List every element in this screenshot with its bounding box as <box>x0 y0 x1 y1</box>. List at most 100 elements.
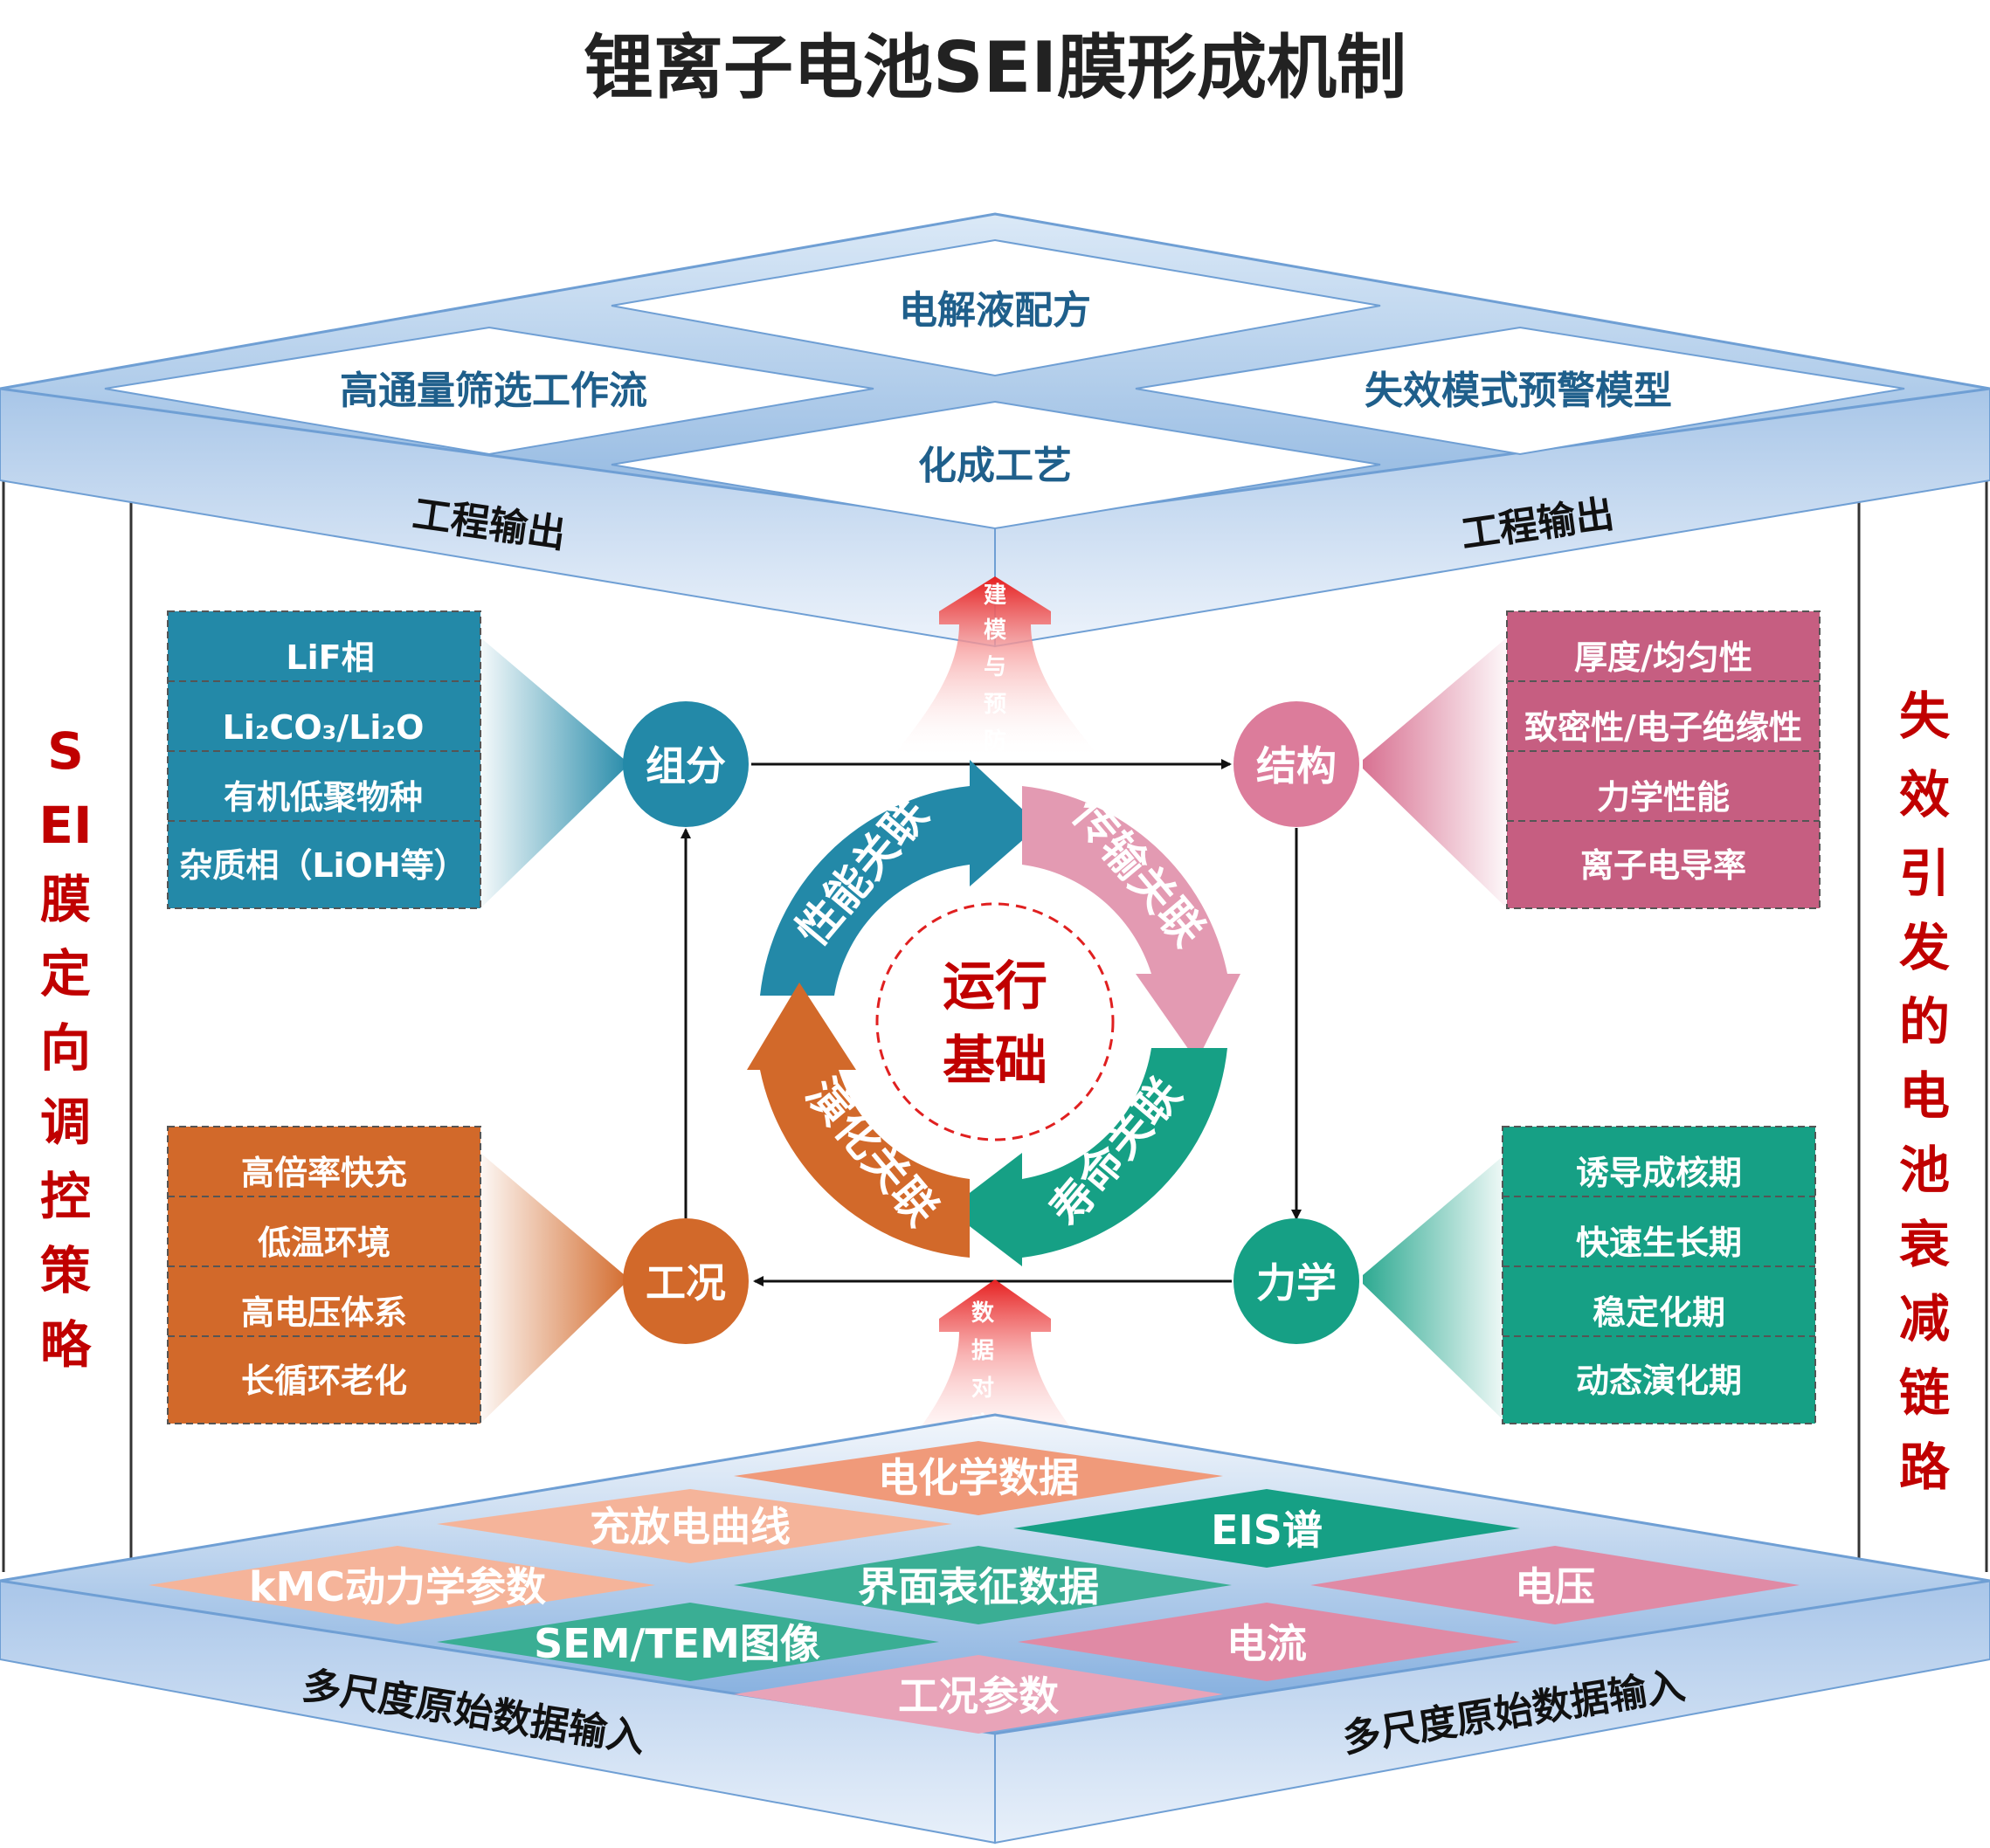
top-item-electrolyte: 电解液配方 <box>899 288 1091 333</box>
arrow-bottom-char-1: 据 <box>971 1338 994 1364</box>
top-diamond-warning <box>1135 326 1905 456</box>
node-conditions-label: 工况 <box>646 1259 726 1307</box>
diagram-title: 锂离子电池SEI膜形成机制 <box>584 27 1406 108</box>
bottom-diamond-current <box>1018 1603 1520 1681</box>
bottom-item-semtem: SEM/TEM图像 <box>534 1620 820 1667</box>
right-char-2: 引 <box>1899 844 1950 903</box>
top-item-screening: 高通量筛选工作流 <box>340 369 647 413</box>
top-diamond-electrolyte <box>611 238 1381 377</box>
bottom-diamond-chargecurve <box>437 1489 952 1563</box>
bottom-item-interface: 界面表征数据 <box>858 1563 1099 1610</box>
left-char-6: 控 <box>40 1167 91 1226</box>
node-composition: 组分 <box>623 701 749 827</box>
conditions-item-0: 高倍率快充 <box>241 1154 407 1192</box>
bottom-diamond-voltage <box>1310 1546 1800 1624</box>
panel-mechanics: 诱导成核期 快速生长期 稳定化期 动态演化期 <box>1502 1126 1816 1424</box>
arrow-top-char-4: 防 <box>984 728 1006 755</box>
right-char-8: 减 <box>1899 1289 1950 1348</box>
right-char-7: 衰 <box>1899 1215 1950 1274</box>
bottom-item-current: 电流 <box>1226 1620 1307 1667</box>
left-char-0: S <box>47 721 84 781</box>
left-char-1: EI <box>38 796 92 855</box>
mechanics-item-1: 快速生长期 <box>1576 1224 1742 1262</box>
arrow-top-char-3: 预 <box>984 692 1006 718</box>
arrow-modeling-prevention: 建 模 与 预 防 <box>891 576 1101 760</box>
cycle-arc-performance <box>760 760 1040 996</box>
left-char-3: 定 <box>40 944 91 1003</box>
bottom-diamond-semtem <box>437 1603 939 1681</box>
composition-item-1: Li₂CO₃/Li₂O <box>223 708 425 747</box>
top-item-warning: 失效模式预警模型 <box>1365 369 1672 413</box>
top-item-formation: 化成工艺 <box>918 444 1072 488</box>
node-structure-label: 结构 <box>1256 742 1337 790</box>
mechanics-item-2: 稳定化期 <box>1593 1293 1725 1332</box>
right-char-5: 电 <box>1899 1066 1950 1126</box>
cycle-arc-evolution <box>747 983 970 1258</box>
node-composition-label: 组分 <box>646 742 726 790</box>
panel-structure: 厚度/均匀性 致密性/电子绝缘性 力学性能 离子电导率 <box>1506 610 1821 909</box>
arrow-top-char-2: 与 <box>984 654 1006 680</box>
left-char-5: 调 <box>40 1093 91 1152</box>
mechanics-item-0: 诱导成核期 <box>1576 1154 1742 1192</box>
bottom-diamond-eis <box>1013 1489 1520 1568</box>
arrow-bottom-char-2: 对 <box>971 1376 994 1402</box>
conditions-item-1: 低温环境 <box>258 1224 390 1262</box>
bottom-platform: 电化学数据 充放电曲线 EIS谱 kMC动力学参数 界面表征数据 电压 SEM/… <box>0 1413 1990 1845</box>
node-mechanics: 力学 <box>1233 1218 1359 1344</box>
bottom-diamond-kmc <box>149 1546 655 1624</box>
arrow-data-alignment: 数 据 对 齐 <box>891 1279 1101 1467</box>
cycle-arc-transport <box>1022 786 1240 1061</box>
bottom-item-chargecurve: 充放电曲线 <box>590 1503 791 1550</box>
arrow-bottom-char-0: 数 <box>971 1300 995 1327</box>
node-mechanics-label: 力学 <box>1256 1259 1337 1307</box>
fan-conditions <box>480 1153 625 1424</box>
composition-item-2: 有机低聚物种 <box>224 778 423 817</box>
central-cycle: 性能关联 传输关联 寿命关联 演化关联 运行 基础 <box>747 760 1240 1266</box>
structure-item-0: 厚度/均匀性 <box>1574 638 1752 677</box>
right-char-4: 的 <box>1899 992 1950 1052</box>
cycle-center-ring <box>875 902 1115 1141</box>
arrow-top-char-0: 建 <box>984 583 1006 609</box>
bottom-diamond-electrochem <box>734 1441 1223 1515</box>
top-diamond-formation <box>611 400 1381 530</box>
panel-composition: LiF相 Li₂CO₃/Li₂O 有机低聚物种 杂质相（LiOH等） <box>167 610 481 909</box>
bottom-diamond-params <box>734 1655 1223 1734</box>
cycle-arc-lifetime <box>948 1048 1227 1266</box>
composition-item-0: LiF相 <box>286 638 374 677</box>
panel-conditions: 高倍率快充 低温环境 高电压体系 长循环老化 <box>167 1126 481 1424</box>
node-structure: 结构 <box>1233 701 1359 827</box>
bottom-diamond-interface <box>734 1546 1232 1624</box>
right-char-3: 发 <box>1899 918 1950 977</box>
bottom-item-voltage: 电压 <box>1515 1563 1595 1610</box>
structure-item-1: 致密性/电子绝缘性 <box>1524 708 1802 747</box>
conditions-item-3: 长循环老化 <box>241 1362 407 1400</box>
composition-item-3: 杂质相（LiOH等） <box>179 846 466 885</box>
left-char-7: 策 <box>40 1241 91 1300</box>
structure-item-2: 力学性能 <box>1597 778 1730 817</box>
bottom-item-kmc: kMC动力学参数 <box>249 1563 546 1610</box>
left-char-2: 膜 <box>40 870 91 929</box>
right-char-10: 路 <box>1899 1438 1951 1497</box>
bottom-item-electrochem: 电化学数据 <box>878 1454 1079 1501</box>
conditions-item-2: 高电压体系 <box>241 1293 407 1332</box>
left-char-8: 略 <box>40 1315 92 1375</box>
structure-item-3: 离子电导率 <box>1580 846 1746 885</box>
right-char-0: 失 <box>1899 686 1951 746</box>
fan-composition <box>480 638 625 908</box>
right-char-9: 链 <box>1899 1363 1950 1423</box>
cycle-center-line-0: 运行 <box>943 956 1047 1017</box>
bottom-item-params: 工况参数 <box>898 1672 1059 1720</box>
cycle-center-line-1: 基础 <box>943 1031 1047 1092</box>
right-char-6: 池 <box>1899 1141 1950 1200</box>
top-platform: 电解液配方 高通量筛选工作流 失效模式预警模型 化成工艺 工程输出 工程输出 <box>0 212 1990 648</box>
fan-mechanics <box>1363 1153 1507 1424</box>
mechanics-item-3: 动态演化期 <box>1576 1362 1742 1400</box>
right-side-label: 失 效 引 发 的 电 池 衰 减 链 路 <box>1899 686 1951 1497</box>
bottom-item-eis: EIS谱 <box>1211 1507 1323 1554</box>
left-side-label: S EI 膜 定 向 调 控 策 略 <box>38 721 92 1375</box>
right-char-1: 效 <box>1899 765 1950 824</box>
node-conditions: 工况 <box>623 1218 749 1344</box>
top-diamond-screening <box>104 326 874 456</box>
left-char-4: 向 <box>40 1018 91 1078</box>
